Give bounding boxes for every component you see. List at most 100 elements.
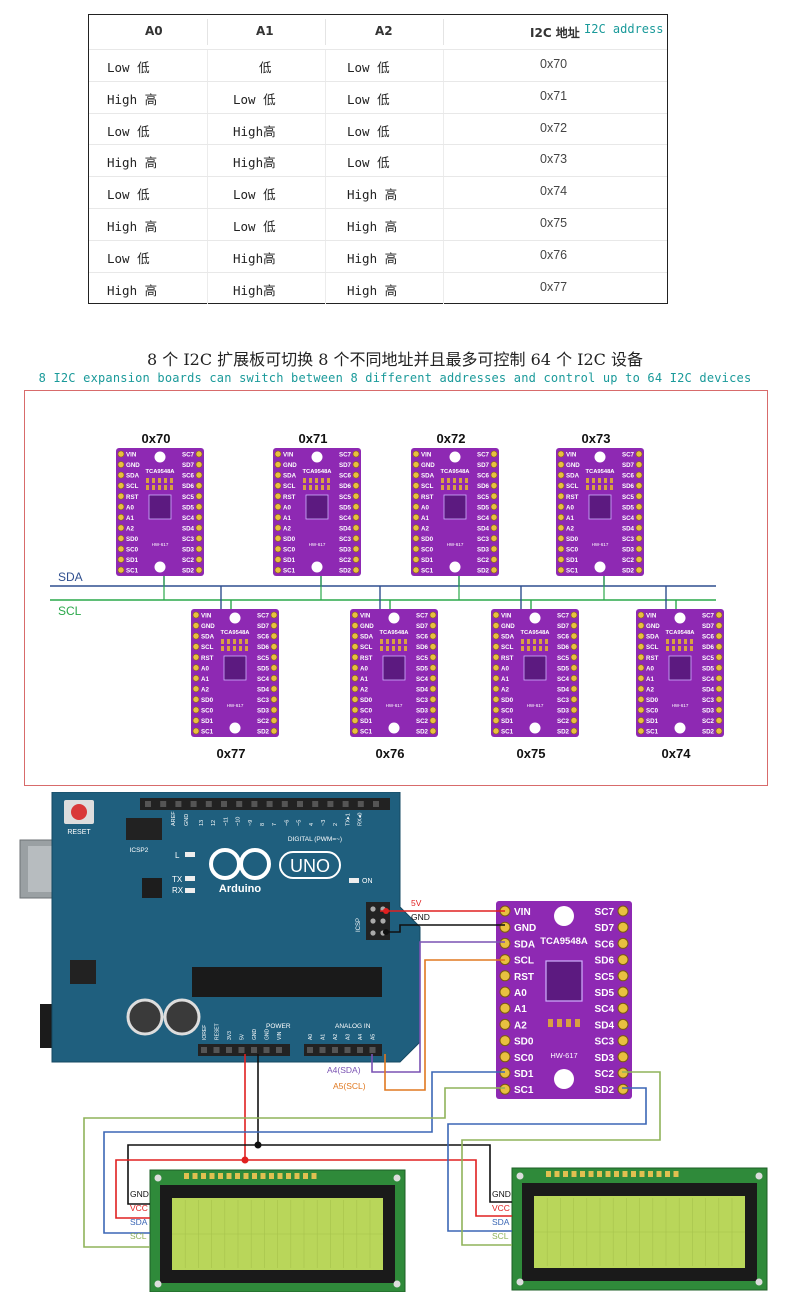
pin-hole xyxy=(715,643,723,650)
pin-label: A0 xyxy=(283,504,291,511)
pin-label: A2 xyxy=(360,686,368,693)
pin-label: SC0 xyxy=(646,708,659,715)
pin-label: SC7 xyxy=(557,613,570,620)
pin-hole xyxy=(570,685,578,693)
pin-label: VIN xyxy=(283,452,294,459)
pin-label: SC4 xyxy=(557,676,570,683)
wire-5v-label: 5V xyxy=(411,898,422,908)
mount-hole xyxy=(229,722,241,734)
header-pin xyxy=(303,1173,308,1179)
pin-hole xyxy=(635,503,643,511)
pin-label: SD7 xyxy=(702,623,715,630)
pin-hole xyxy=(351,674,359,682)
pin-hole xyxy=(429,696,437,703)
model-label: HW-617 xyxy=(527,703,544,708)
pin-hole xyxy=(274,471,282,479)
smd-part xyxy=(527,646,530,651)
table-header: A0 A1 A2 I2C 地址 I2C address xyxy=(89,15,667,49)
model-label: HW-617 xyxy=(227,703,244,708)
pin-label: SC6 xyxy=(477,473,490,480)
pin-hole xyxy=(429,727,437,735)
pin-hole xyxy=(270,706,278,714)
chip-label: TCA9548A xyxy=(666,630,696,636)
mount-hole xyxy=(154,451,166,463)
pin-hole xyxy=(499,937,511,949)
divider xyxy=(443,19,444,45)
pin-label: SD6 xyxy=(622,483,635,490)
smd-part xyxy=(586,478,589,483)
smd-part xyxy=(447,478,450,483)
pin-hole xyxy=(351,643,359,650)
smd-part xyxy=(598,478,601,483)
pin-hole xyxy=(490,492,498,500)
digital-pin-label: 12 xyxy=(211,820,217,826)
pin-hole xyxy=(490,482,498,489)
pin-label: SD4 xyxy=(557,686,570,693)
pin-hole xyxy=(351,632,359,640)
smd-part xyxy=(152,485,155,490)
pin-label: SDA xyxy=(566,473,580,480)
pin-hole xyxy=(617,937,629,949)
header-pin xyxy=(327,801,334,807)
pin-hole xyxy=(492,696,500,703)
header-pin xyxy=(201,1047,207,1053)
pin-label: VIN xyxy=(646,613,657,620)
smd-part xyxy=(303,478,306,483)
smd-part xyxy=(447,485,450,490)
pin-label: SC3 xyxy=(477,536,490,543)
pin-label: A1 xyxy=(646,676,654,683)
pin-hole xyxy=(715,717,723,724)
pin-hole xyxy=(637,727,645,735)
pin-label: SD2 xyxy=(477,568,490,575)
table-cell-a2: Low 低 xyxy=(347,60,390,75)
pin-label: SD1 xyxy=(201,718,214,725)
pin-label: A0 xyxy=(566,504,574,511)
header-pin xyxy=(588,1171,594,1177)
header-pin xyxy=(277,1173,283,1179)
pin-label: SC6 xyxy=(339,473,352,480)
wire-junction xyxy=(383,929,389,935)
header-pin xyxy=(286,1173,291,1179)
smd-part xyxy=(404,646,407,651)
header-pin xyxy=(563,1171,568,1177)
table-cell-a2: Low 低 xyxy=(347,155,390,171)
smd-part xyxy=(321,485,324,490)
pin-hole xyxy=(570,696,578,703)
table-cell-addr: 0x77 xyxy=(540,279,568,294)
pin-hole xyxy=(715,632,723,640)
pin-hole xyxy=(499,970,511,982)
pin-label: A2 xyxy=(646,686,654,693)
pin-label: SCL xyxy=(126,483,139,490)
model-label: HW-617 xyxy=(592,542,609,547)
caption-chinese: 8 个 I2C 扩展板可切换 8 个不同地址并且最多可控制 64 个 I2C 设… xyxy=(147,350,643,369)
pin-label: SCL xyxy=(421,483,434,490)
pin-hole xyxy=(270,653,278,661)
pin-label: A0 xyxy=(126,504,134,511)
divider xyxy=(443,113,444,145)
divider xyxy=(207,113,208,145)
lcd1-pin-label: VCC xyxy=(130,1203,148,1213)
pin-label: SD2 xyxy=(416,729,429,736)
mount-hole xyxy=(674,722,686,734)
pin-hole xyxy=(270,685,278,693)
pin-label: SDA xyxy=(126,473,140,480)
pin-label: SD5 xyxy=(595,988,615,999)
header-pin xyxy=(235,1173,240,1179)
pin-hole xyxy=(635,482,643,489)
digital-pin-label: TX▸1 xyxy=(345,813,351,826)
pin-hole xyxy=(570,706,578,714)
aref-label: AREF xyxy=(171,811,177,826)
uno-label: UNO xyxy=(290,856,330,876)
pin-label: A1 xyxy=(566,515,574,522)
pin-label: A0 xyxy=(514,988,527,999)
pin-hole xyxy=(351,696,359,703)
table-cell-addr: 0x73 xyxy=(540,152,568,167)
pin-hole xyxy=(192,674,200,682)
divider xyxy=(443,240,444,272)
pin-label: SD7 xyxy=(416,623,429,630)
pin-label: SD6 xyxy=(416,644,429,651)
pin-hole xyxy=(192,611,200,619)
pin-label: RST xyxy=(360,655,373,662)
divider xyxy=(207,177,208,209)
